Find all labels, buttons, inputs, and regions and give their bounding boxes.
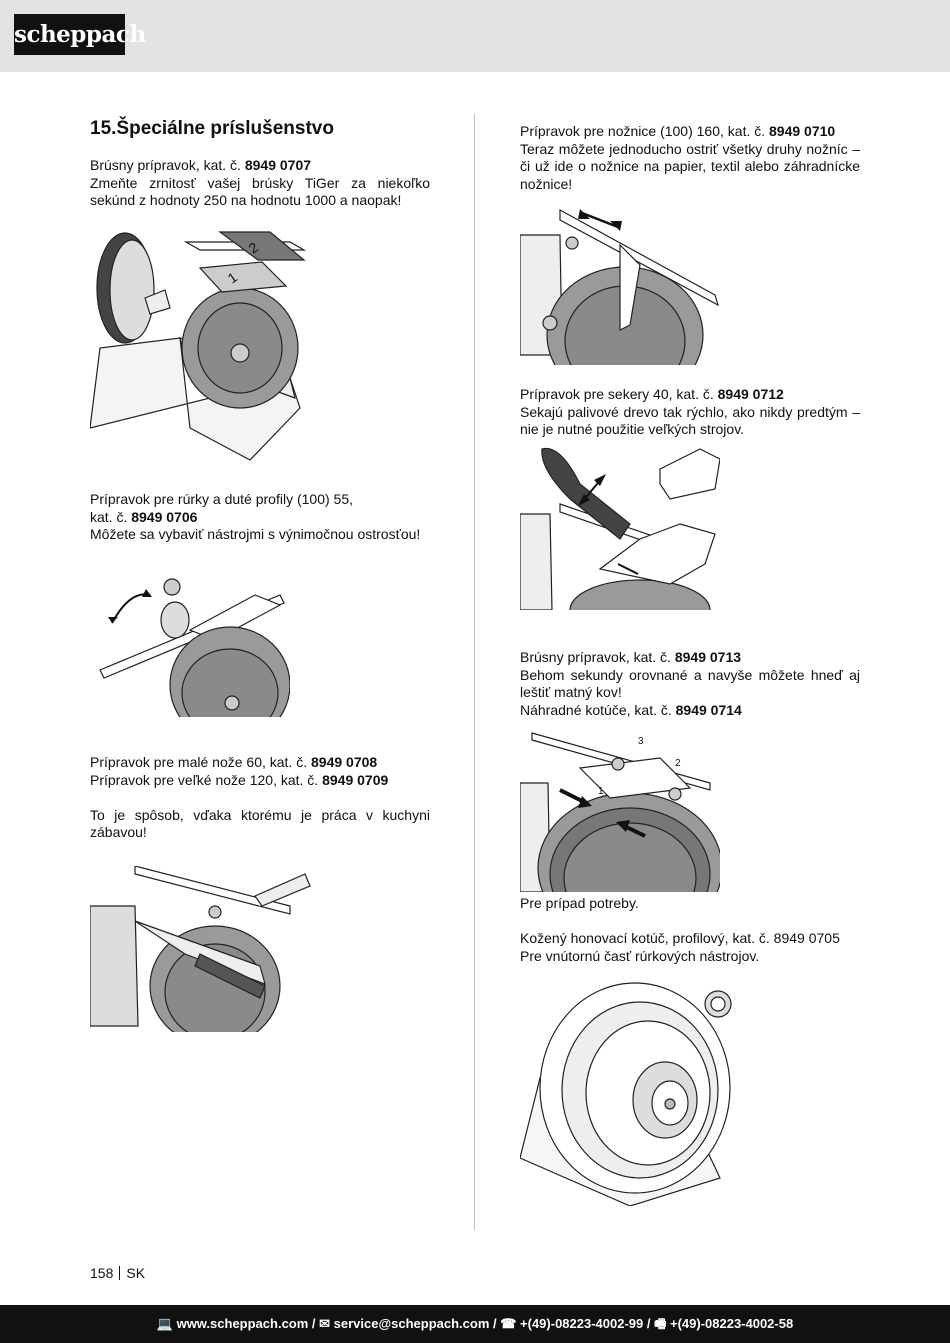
dressing-jig-illustration: 3 2 1	[520, 732, 720, 892]
axe-jig-illustration	[520, 447, 720, 610]
contact-bar: 💻 www.scheppach.com / ✉ service@scheppac…	[0, 1305, 950, 1343]
language-code: SK	[126, 1265, 146, 1281]
callout-2: 2	[675, 758, 681, 769]
header-bar: scheppach	[0, 0, 950, 72]
accessory-0706-text: Prípravok pre rúrky a duté profily (100)…	[90, 491, 421, 542]
scissors-jig-illustration	[520, 208, 719, 365]
accessory-0712-text: Prípravok pre sekery 40, kat. č. 8949 07…	[520, 386, 860, 437]
section-title: 15.Špeciálne príslušenstvo	[90, 118, 334, 139]
tube-jig-illustration	[99, 578, 290, 717]
knife-jig-illustration	[90, 866, 311, 1032]
accessory-0707-text: Brúsny prípravok, kat. č. 8949 0707 Zmeň…	[90, 157, 430, 208]
accessory-0705-text: Kožený honovací kotúč, profilový, kat. č…	[520, 930, 840, 964]
page-footer: 158 SK	[90, 1265, 145, 1281]
scheppach-logo: scheppach	[14, 14, 146, 55]
accessory-0708-text: Prípravok pre malé nože 60, kat. č. 8949…	[90, 754, 430, 840]
spare-note: Pre prípad potreby.	[520, 895, 639, 911]
callout-1: 1	[598, 786, 604, 797]
column-divider	[474, 114, 475, 1230]
accessory-0710-text: Prípravok pre nožnice (100) 160, kat. č.…	[520, 123, 860, 192]
leather-wheel-illustration	[520, 982, 732, 1206]
page-number: 158	[90, 1265, 114, 1281]
grindstone-jig-illustration: 2 1	[90, 231, 307, 461]
accessory-0713-text: Brúsny prípravok, kat. č. 8949 0713 Beho…	[520, 649, 860, 718]
contact-info: 💻 www.scheppach.com / ✉ service@scheppac…	[156, 1316, 794, 1331]
callout-3: 3	[638, 736, 644, 747]
